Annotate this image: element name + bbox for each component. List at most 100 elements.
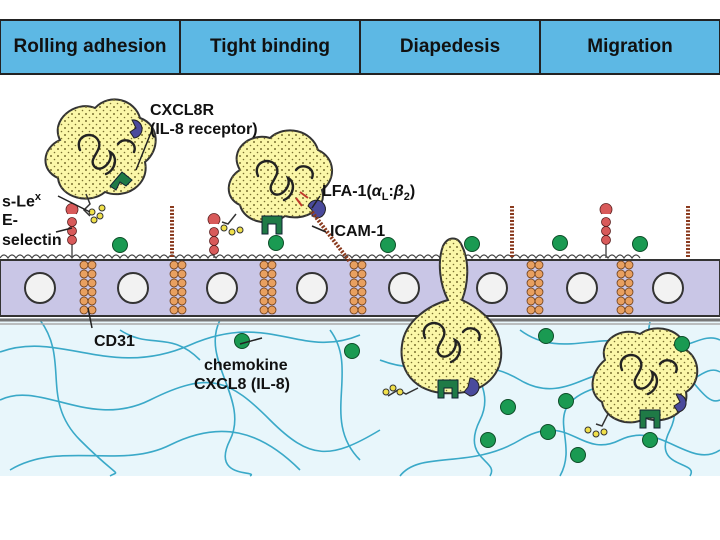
cd31-bead	[526, 296, 536, 306]
chemokine-dot	[540, 424, 556, 440]
cd31-bead	[87, 260, 97, 270]
cd31-bead	[349, 287, 359, 297]
endothelial-nucleus	[296, 272, 328, 304]
cd31-bead	[349, 260, 359, 270]
migrating-leukocyte	[584, 327, 699, 438]
cd31-bead	[349, 269, 359, 279]
eselectin-bead	[67, 235, 77, 245]
icam1-molecules	[170, 206, 690, 264]
label-chemokine: chemokine	[204, 357, 288, 374]
cd31-bead	[349, 296, 359, 306]
cd31-bead	[169, 269, 179, 279]
eselectin-molecules	[65, 203, 613, 258]
stage-header-band	[0, 19, 720, 75]
cd31-bead	[87, 296, 97, 306]
endothelial-glycocalyx	[0, 254, 641, 260]
cd31-bead	[267, 305, 277, 315]
cd31-bead	[79, 305, 89, 315]
cd31-bead	[526, 269, 536, 279]
chemokine-dot	[538, 328, 554, 344]
eselectin-bead	[209, 236, 219, 246]
label-lfa1: LFA-1(αL:β2)	[322, 183, 416, 204]
cd31-bead	[534, 260, 544, 270]
eselectin-head	[599, 203, 613, 215]
cd31-bead	[267, 287, 277, 297]
eselectin-bead	[67, 217, 77, 227]
endothelium	[0, 259, 720, 317]
eselectin-bead	[209, 227, 219, 237]
cd31-bead	[526, 278, 536, 288]
eselectin-bead	[209, 245, 219, 255]
cd31-bead	[259, 296, 269, 306]
label-slex-sup: x	[34, 191, 42, 203]
label-e-selectin-1: E-	[2, 212, 18, 229]
cd31-bead	[526, 287, 536, 297]
cd31-bead	[259, 287, 269, 297]
cd31-bead	[79, 269, 89, 279]
cd31-bead	[616, 260, 626, 270]
endothelial-nucleus	[388, 272, 420, 304]
cd31-bead	[177, 269, 187, 279]
cd31-bead	[357, 269, 367, 279]
cd31-bead	[79, 260, 89, 270]
label-cxcl8r: CXCL8R	[150, 102, 215, 119]
cd31-bead	[624, 269, 634, 279]
cd31-bead	[624, 260, 634, 270]
eselectin-bead	[67, 226, 77, 236]
endothelial-nucleus	[117, 272, 149, 304]
basement-membrane	[0, 318, 720, 325]
cd31-bead	[177, 287, 187, 297]
eselectin-head	[207, 213, 221, 225]
cd31-bead	[349, 305, 359, 315]
cd31-bead	[349, 278, 359, 288]
cd31-bead	[616, 287, 626, 297]
cd31-bead	[357, 278, 367, 288]
eselectin-bead	[601, 226, 611, 236]
chemokine-dot	[642, 432, 658, 448]
cd31-bead	[169, 296, 179, 306]
cd31-bead	[169, 260, 179, 270]
cd31-bead	[259, 305, 269, 315]
pointer-lines	[55, 129, 327, 345]
chemokine-dot	[632, 236, 648, 252]
cd31-bead	[169, 287, 179, 297]
cd31-bead	[169, 278, 179, 288]
cd31-bead	[87, 287, 97, 297]
label-cd31: CD31	[94, 333, 135, 350]
cd31-bead	[624, 296, 634, 306]
cd31-bead	[267, 278, 277, 288]
cd31-bead	[357, 287, 367, 297]
cd31-bead	[177, 278, 187, 288]
chemokine-molecules	[112, 235, 690, 463]
chemokine-dot	[558, 393, 574, 409]
cd31-bead	[79, 287, 89, 297]
chemokine-dot	[234, 333, 250, 349]
label-il8-receptor: (IL-8 receptor)	[150, 121, 258, 138]
cd31-bead	[87, 269, 97, 279]
endothelial-nucleus	[652, 272, 684, 304]
cd31-bead	[357, 260, 367, 270]
cd31-bead	[177, 296, 187, 306]
cd31-bead	[177, 260, 187, 270]
cd31-bead	[87, 278, 97, 288]
cd31-bead	[267, 269, 277, 279]
bound-leukocyte	[220, 129, 333, 236]
label-icam1: ICAM-1	[330, 223, 386, 240]
chemokine-dot	[268, 235, 284, 251]
endothelial-nucleus	[24, 272, 56, 304]
stage-label-rolling-adhesion: Rolling adhesion	[13, 36, 167, 57]
cd31-bead	[267, 296, 277, 306]
cd31-bead	[526, 260, 536, 270]
cd31-bead	[79, 278, 89, 288]
endothelial-nucleus	[206, 272, 238, 304]
diapedesis-leukocyte	[382, 237, 503, 399]
chemokine-dot	[464, 236, 480, 252]
cd31-bead	[624, 287, 634, 297]
chemokine-dot	[570, 447, 586, 463]
chemokine-dot	[480, 432, 496, 448]
rolling-leukocyte	[44, 98, 157, 224]
cd31-bead	[534, 287, 544, 297]
cd31-bead	[534, 269, 544, 279]
chemokine-dot	[380, 237, 396, 253]
